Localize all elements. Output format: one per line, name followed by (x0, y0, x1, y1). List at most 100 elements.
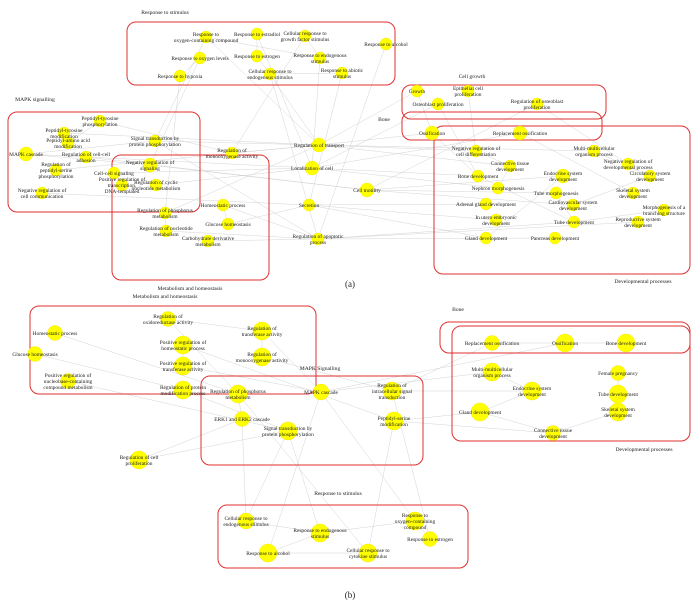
network-node[interactable] (225, 146, 239, 160)
network-node[interactable] (530, 97, 544, 111)
network-node[interactable] (201, 234, 215, 248)
network-node[interactable] (313, 51, 327, 65)
network-node[interactable] (610, 365, 626, 381)
network-node[interactable] (310, 523, 330, 543)
network-node[interactable] (405, 511, 425, 531)
network-node[interactable] (115, 178, 129, 192)
network-node[interactable] (302, 198, 316, 212)
network-node[interactable] (234, 411, 250, 427)
network-node[interactable] (27, 346, 43, 362)
network-node[interactable] (479, 231, 493, 245)
network-node[interactable] (548, 231, 562, 245)
network-node[interactable] (479, 197, 493, 211)
network-node[interactable] (489, 213, 503, 227)
network-node[interactable] (61, 136, 75, 150)
network-node[interactable] (631, 215, 645, 229)
network-edge (269, 73, 319, 240)
network-node[interactable] (587, 144, 601, 158)
network-node[interactable] (258, 543, 278, 563)
network-node[interactable] (359, 182, 375, 198)
network-edge (164, 144, 320, 214)
network-node[interactable] (148, 134, 162, 148)
network-node[interactable] (79, 150, 93, 164)
network-node[interactable] (424, 125, 440, 141)
network-node[interactable] (49, 163, 63, 177)
network-node[interactable] (107, 166, 121, 180)
network-node[interactable] (263, 67, 277, 81)
network-node[interactable] (512, 125, 528, 141)
network-node[interactable] (566, 198, 580, 212)
network-node[interactable] (549, 186, 563, 200)
network-node[interactable] (158, 206, 172, 220)
network-node[interactable] (482, 362, 502, 382)
network-node[interactable] (470, 402, 490, 422)
network-node[interactable] (304, 160, 320, 176)
network-node[interactable] (18, 146, 34, 162)
network-edge (34, 353, 184, 391)
network-node[interactable] (626, 186, 640, 200)
network-edge (63, 132, 320, 146)
network-node[interactable] (311, 232, 325, 246)
network-node[interactable] (250, 49, 264, 63)
network-node[interactable] (216, 198, 230, 212)
network-node[interactable] (545, 425, 561, 441)
network-node[interactable] (382, 381, 402, 401)
network-node[interactable] (47, 325, 63, 341)
network-node[interactable] (567, 215, 581, 229)
network-node[interactable] (384, 411, 404, 431)
node-label: Replacement ossification (493, 130, 548, 137)
group-box-a-meta (111, 154, 270, 281)
network-node[interactable] (228, 384, 248, 404)
network-edge (269, 72, 343, 75)
node-label: Homeostatic process (201, 203, 246, 209)
network-node[interactable] (335, 66, 349, 80)
network-node[interactable] (149, 178, 163, 192)
network-node[interactable] (252, 321, 272, 341)
node-label: Localization of cell (291, 165, 333, 172)
network-node[interactable] (522, 381, 542, 401)
network-node[interactable] (616, 333, 636, 353)
network-node[interactable] (173, 380, 193, 400)
network-node[interactable] (379, 37, 393, 51)
network-node[interactable] (555, 168, 571, 184)
network-node[interactable] (312, 383, 330, 401)
network-node[interactable] (491, 181, 505, 195)
network-node[interactable] (471, 169, 485, 183)
network-node[interactable] (221, 217, 235, 231)
network-node[interactable] (160, 311, 176, 327)
network-node[interactable] (93, 114, 107, 128)
network-node[interactable] (278, 421, 298, 441)
network-node[interactable] (60, 373, 76, 389)
network-node[interactable] (469, 144, 483, 158)
network-node[interactable] (410, 84, 424, 98)
network-node[interactable] (657, 203, 671, 217)
network-node[interactable] (173, 69, 187, 83)
network-node[interactable] (298, 29, 312, 43)
network-node[interactable] (199, 30, 213, 44)
network-node[interactable] (608, 402, 628, 422)
network-node[interactable] (252, 347, 272, 367)
network-edge (467, 90, 477, 152)
network-node[interactable] (643, 169, 657, 183)
network-node[interactable] (484, 335, 500, 351)
network-edge (138, 418, 243, 461)
network-node[interactable] (461, 84, 475, 98)
network-node[interactable] (621, 157, 635, 171)
network-node[interactable] (129, 450, 149, 470)
network-node[interactable] (173, 335, 193, 355)
network-node[interactable] (173, 356, 193, 376)
network-node[interactable] (422, 531, 438, 547)
network-node[interactable] (35, 186, 49, 200)
network-node[interactable] (193, 51, 207, 65)
network-node[interactable] (431, 97, 445, 111)
network-node[interactable] (237, 512, 255, 530)
network-node[interactable] (555, 333, 575, 353)
network-node[interactable] (311, 137, 327, 153)
network-node[interactable] (159, 224, 173, 238)
network-node[interactable] (250, 27, 264, 41)
node-label: Glucose homeostasis (12, 352, 57, 358)
network-node[interactable] (503, 159, 517, 173)
network-node[interactable] (142, 157, 158, 173)
network-node[interactable] (358, 543, 378, 563)
